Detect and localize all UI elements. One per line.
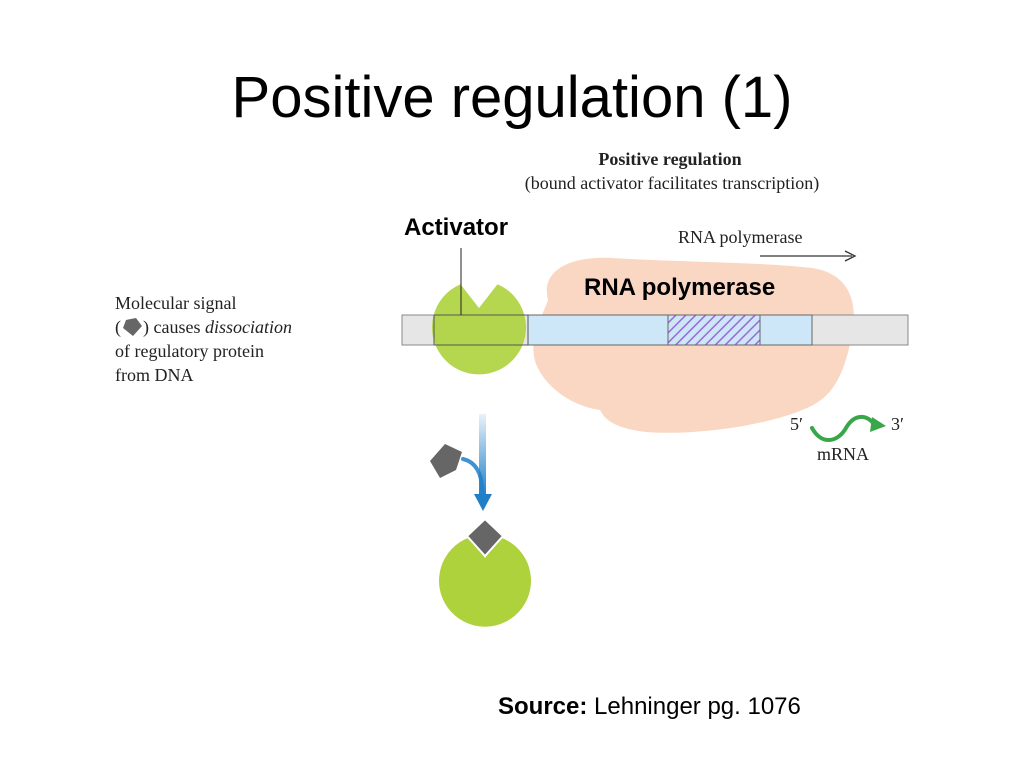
figure-heading: Positive regulation — [598, 149, 742, 169]
figure-subheading: (bound activator facilitates transcripti… — [524, 173, 820, 193]
bound-activator — [431, 284, 529, 375]
promoter-hatched-region — [667, 314, 761, 346]
molecular-signal-line2: ( ) causes dissociation — [115, 315, 365, 339]
activator-label: Activator — [404, 214, 509, 241]
source-citation: Source: Lehninger pg. 1076 — [498, 693, 801, 721]
dissociation-flow-arrow — [461, 414, 492, 511]
five-prime-label: 5′ — [790, 414, 803, 434]
polymerase-direction-arrow — [760, 250, 857, 262]
source-text: Lehninger pg. 1076 — [594, 693, 801, 720]
free-signal-molecule — [430, 444, 462, 478]
three-prime-label: 3′ — [891, 414, 904, 434]
molecular-signal-line3: of regulatory protein — [115, 341, 264, 361]
released-activator-with-signal — [438, 517, 531, 627]
rna-polymerase-arrow-label: RNA polymerase — [678, 227, 803, 247]
signal-molecule-icon — [121, 318, 143, 336]
molecular-signal-caption: Molecular signal () causes dissociation … — [115, 291, 365, 387]
slide-title: Positive regulation (1) — [231, 65, 793, 130]
paren-open: ( — [115, 317, 121, 337]
mrna-label: mRNA — [817, 444, 870, 464]
causes-text: ) causes — [143, 317, 205, 337]
molecular-signal-line4: from DNA — [115, 365, 194, 385]
dissociation-text: dissociation — [204, 317, 292, 337]
mrna-squiggle — [810, 415, 886, 442]
source-label: Source: — [498, 693, 588, 720]
rna-polymerase-label: RNA polymerase — [584, 274, 776, 301]
molecular-signal-line1: Molecular signal — [115, 293, 237, 313]
